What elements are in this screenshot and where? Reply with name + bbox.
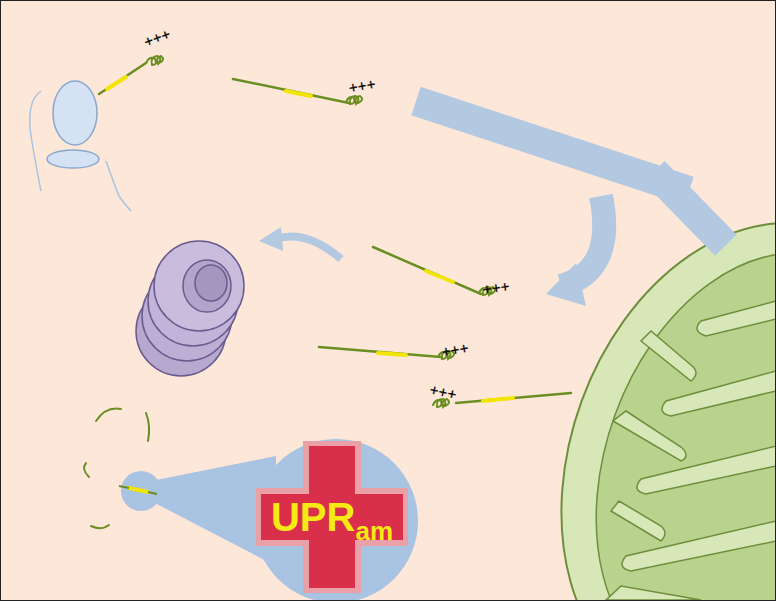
charge-label: +++ [428,382,457,401]
ribosome [30,81,131,211]
peptides [99,56,571,407]
charge-label: +++ [347,77,376,96]
node-title: UPR [271,495,355,540]
curved-arrow [546,196,604,306]
charge-label: +++ [481,279,510,297]
inhibition-symbol [416,101,726,255]
node-subscript: am [355,516,393,547]
proteasome [136,241,244,376]
charge-label: +++ [440,341,469,360]
upr-cross: UPRam [256,441,408,593]
callout-bubble [119,439,418,600]
charge-label: +++ [141,27,171,49]
small-arrow [259,227,341,259]
node-label: UPRam [256,441,408,593]
